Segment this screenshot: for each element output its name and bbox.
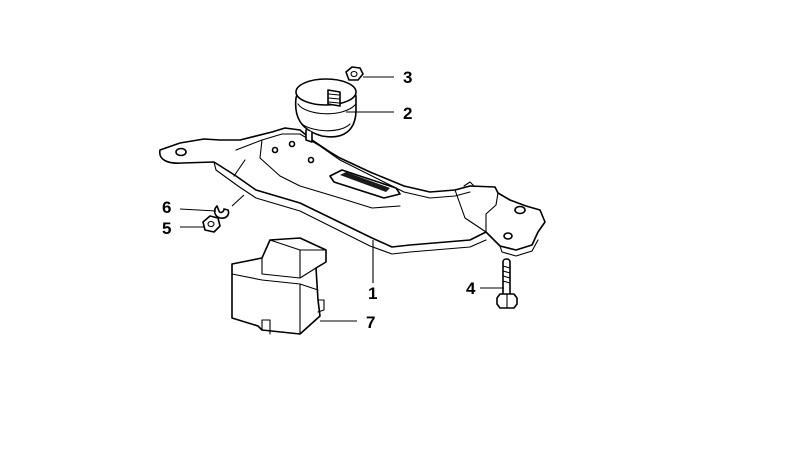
washer-part[interactable] xyxy=(213,205,230,219)
nut-upper-part[interactable] xyxy=(345,66,364,81)
rubber-mount-part[interactable] xyxy=(294,78,357,143)
callout-4: 4 xyxy=(466,279,476,298)
hex-bolt-part[interactable] xyxy=(496,258,518,309)
crossmember-part[interactable] xyxy=(158,127,546,257)
leader-line-6 xyxy=(179,208,217,212)
callout-5: 5 xyxy=(162,219,171,238)
nut-lower-part[interactable] xyxy=(202,215,221,233)
cover-part[interactable] xyxy=(231,237,327,335)
callout-3: 3 xyxy=(403,68,412,87)
callout-1: 1 xyxy=(368,284,377,303)
leader-line-6b xyxy=(231,194,245,207)
callout-2: 2 xyxy=(403,104,412,123)
callout-7: 7 xyxy=(366,313,375,332)
callout-6: 6 xyxy=(162,198,171,217)
